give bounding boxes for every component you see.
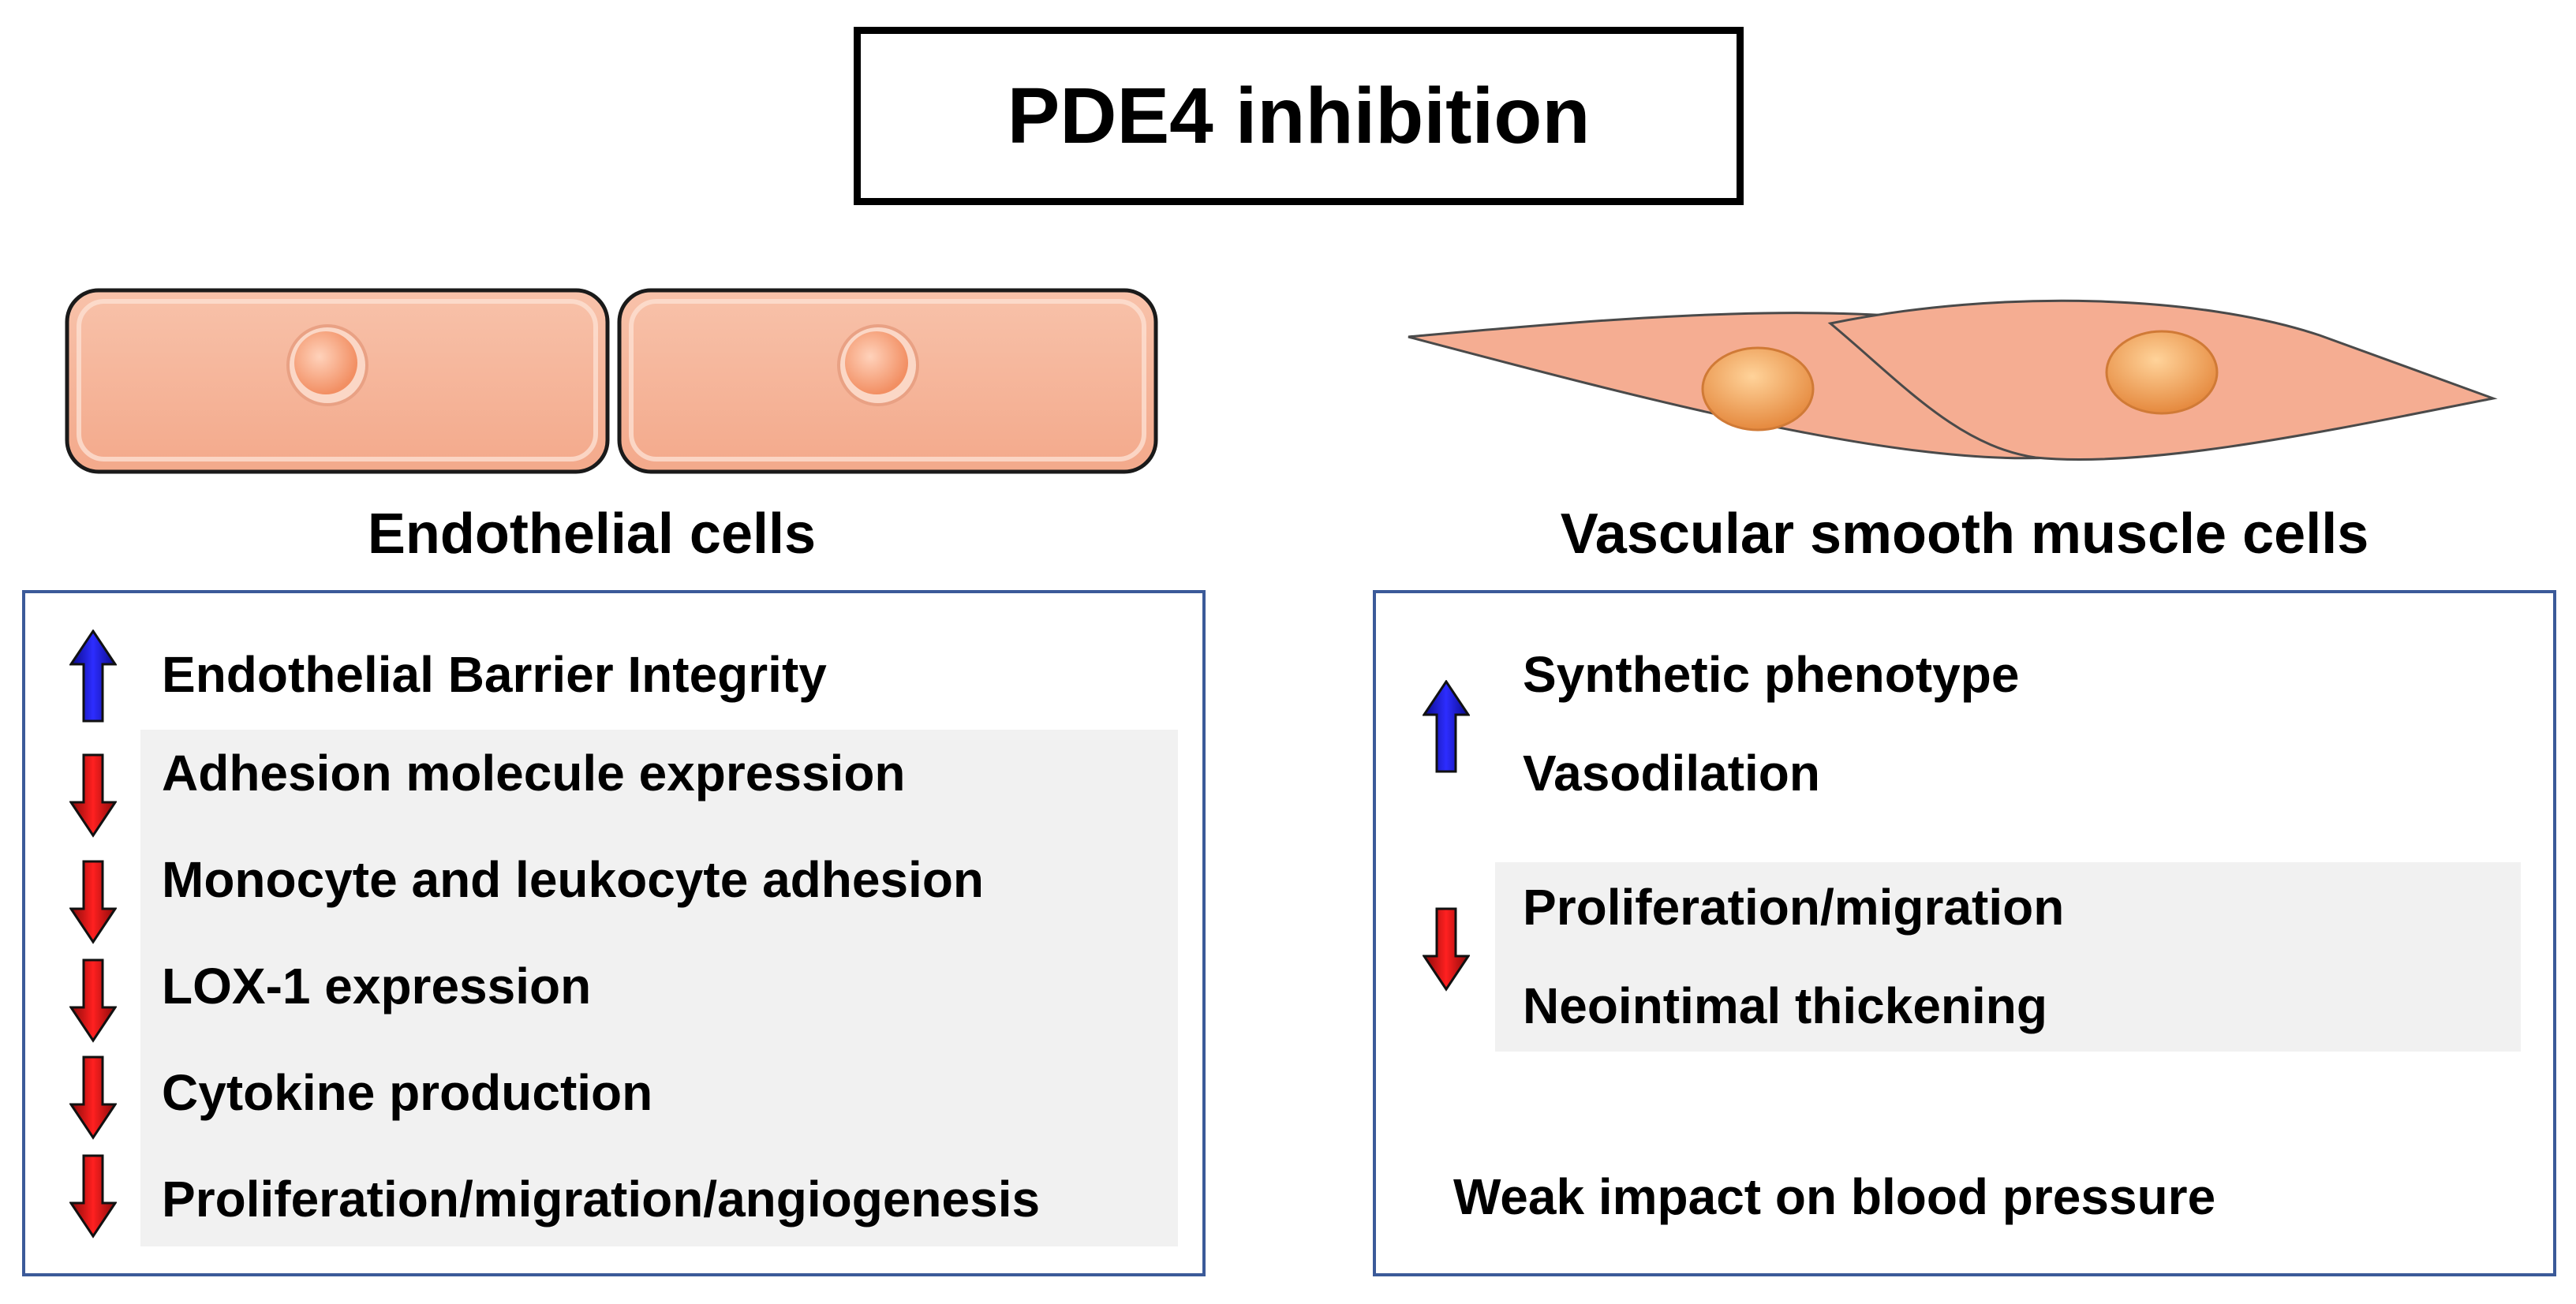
down-arrow-icon	[69, 1056, 117, 1140]
endothelial-decreased-item: Adhesion molecule expression	[162, 745, 906, 801]
down-arrow-icon	[69, 753, 117, 838]
endothelial-cell-right	[617, 288, 1158, 474]
smooth-muscle-increased-item: Vasodilation	[1523, 745, 1820, 801]
endothelial-increased-item: Endothelial Barrier Integrity	[162, 646, 827, 703]
endothelial-cells-illustration	[65, 288, 1158, 474]
endothelial-cells-label: Endothelial cells	[367, 503, 817, 566]
endothelial-cell-left	[65, 288, 610, 474]
endothelial-decreased-item: LOX-1 expression	[162, 958, 592, 1014]
smooth-muscle-decreased-item: Proliferation/migration	[1523, 879, 2065, 936]
diagram-title: PDE4 inhibition	[854, 27, 1744, 205]
smooth-muscle-cells-illustration	[1408, 299, 2498, 461]
endothelial-decreased-item: Monocyte and leukocyte adhesion	[162, 851, 984, 908]
down-arrow-icon	[1423, 907, 1470, 992]
smooth-muscle-decreased-group	[1495, 862, 2521, 1052]
up-arrow-icon	[69, 630, 117, 723]
down-arrow-icon	[69, 860, 117, 944]
up-arrow-icon	[1423, 680, 1470, 773]
smooth-muscle-decreased-item: Neointimal thickening	[1523, 977, 2047, 1034]
down-arrow-icon	[69, 958, 117, 1043]
blood-pressure-note: Weak impact on blood pressure	[1453, 1168, 2216, 1225]
smooth-muscle-increased-item: Synthetic phenotype	[1523, 646, 2020, 703]
endothelial-decreased-item: Cytokine production	[162, 1064, 653, 1121]
endothelial-decreased-group	[140, 730, 1178, 1246]
down-arrow-icon	[69, 1154, 117, 1239]
endothelial-decreased-item: Proliferation/migration/angiogenesis	[162, 1171, 1041, 1227]
smooth-muscle-cells-label: Vascular smooth muscle cells	[1560, 503, 2369, 566]
